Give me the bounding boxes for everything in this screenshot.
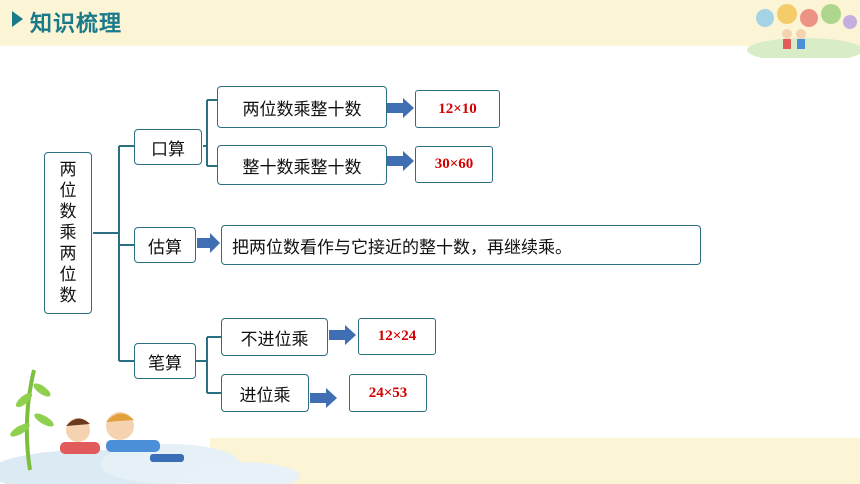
page-title: 知识梳理	[30, 12, 123, 37]
example-box: 12×24	[358, 318, 436, 355]
root-char: 位	[59, 180, 77, 201]
oral-item-box: 整十数乘整十数	[217, 145, 387, 185]
triangle-bullet-icon	[12, 11, 23, 27]
estimate-box: 估算	[134, 227, 196, 263]
root-char: 位	[59, 264, 77, 285]
children-on-clouds-decoration	[0, 369, 860, 484]
root-topic-box: 两 位 数 乘 两 位 数	[44, 152, 92, 314]
numbers-kids-decoration	[747, 4, 860, 58]
root-char: 两	[59, 159, 77, 180]
root-char: 两	[59, 243, 77, 264]
example-box: 24×53	[349, 374, 427, 412]
written-item-box: 进位乘	[221, 374, 309, 412]
root-char: 乘	[59, 222, 77, 243]
oral-item-box: 两位数乘整十数	[217, 86, 387, 128]
header-bar: 知识梳理	[0, 0, 860, 46]
root-char: 数	[59, 285, 77, 306]
example-box: 12×10	[415, 90, 500, 128]
oral-calc-box: 口算	[134, 129, 202, 165]
root-char: 数	[59, 201, 77, 222]
example-box: 30×60	[415, 146, 493, 183]
written-item-box: 不进位乘	[221, 318, 328, 356]
written-calc-box: 笔算	[134, 343, 196, 379]
estimate-rule-box: 把两位数看作与它接近的整十数，再继续乘。	[221, 225, 701, 265]
